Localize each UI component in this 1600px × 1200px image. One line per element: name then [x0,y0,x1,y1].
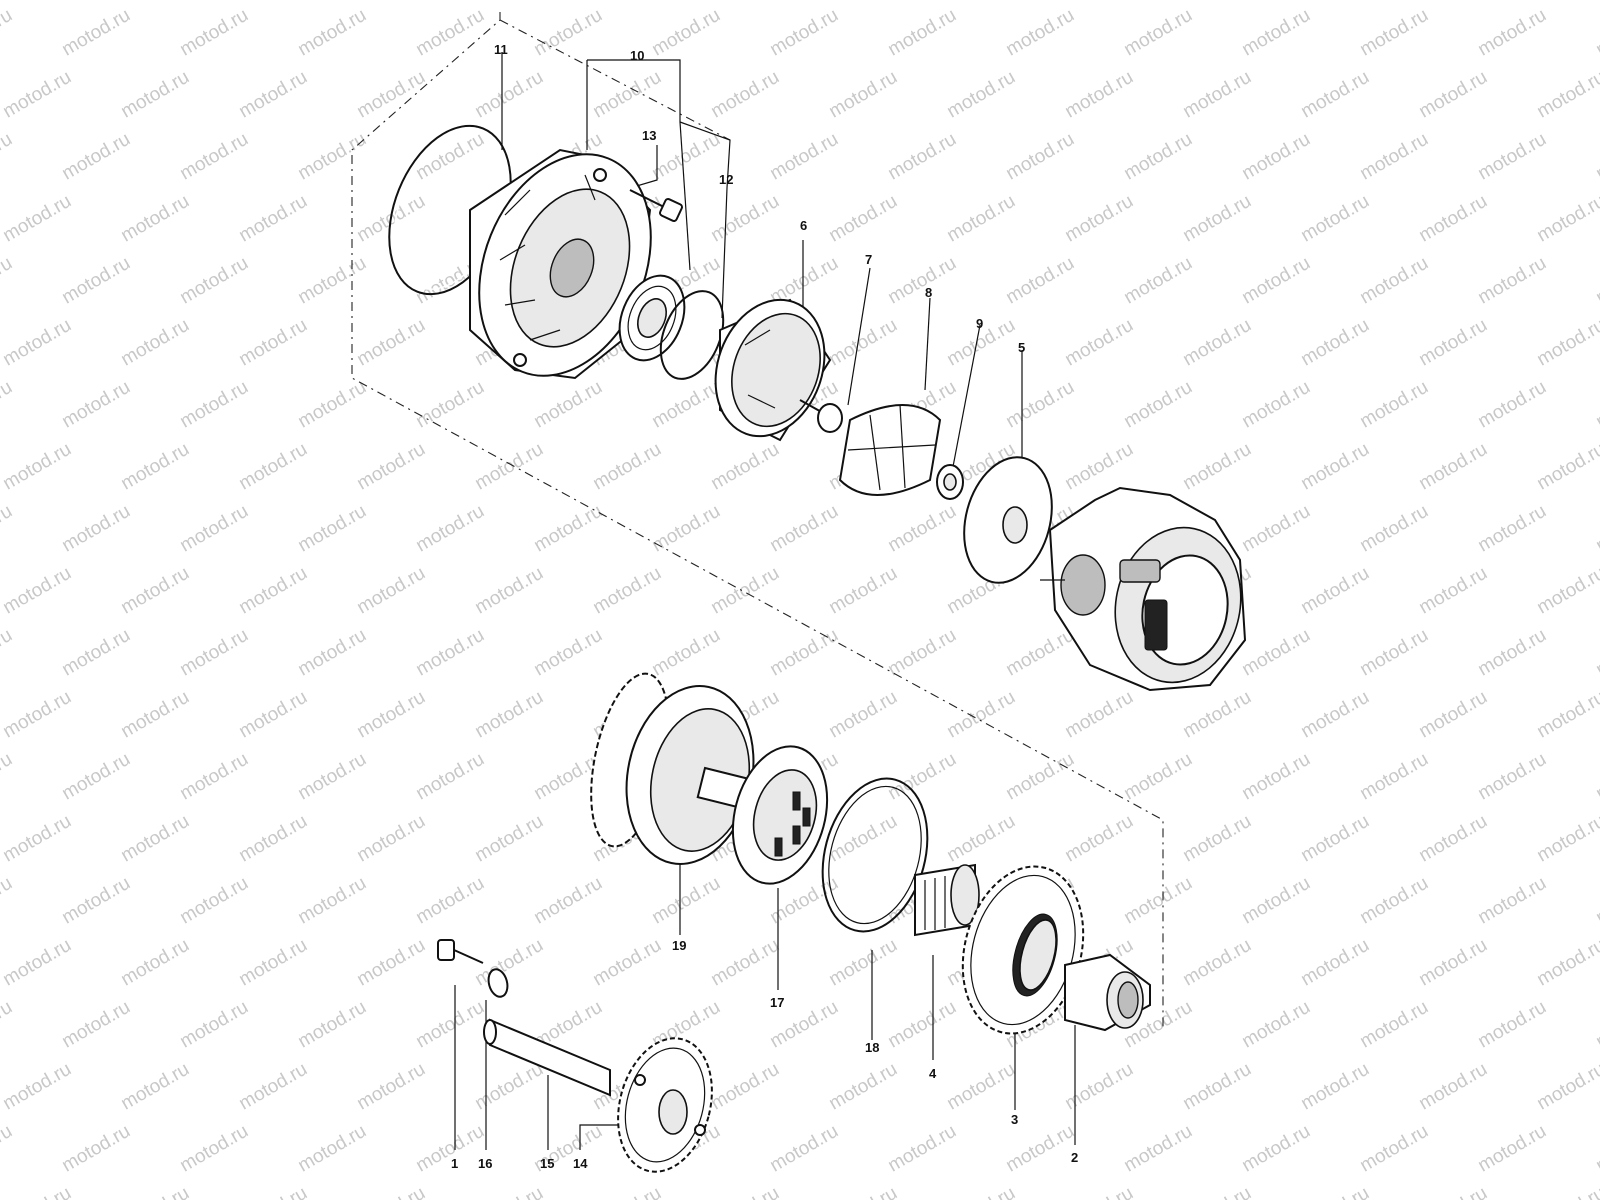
washer-icon [936,464,964,500]
callout-19: 19 [672,938,687,953]
assembly-outline [351,12,1164,1030]
spring-ring-icon [821,777,929,933]
callout-8: 8 [925,285,933,300]
needle-bearing-icon [914,863,980,937]
flywheel-housing-icon [469,148,652,380]
bolt-icon [629,189,683,222]
bolt-icon [437,939,484,964]
callout-18: 18 [865,1040,880,1055]
callout-7: 7 [865,252,873,267]
driven-gear-icon [961,865,1085,1035]
circlip-icon [659,290,725,380]
bearing-icon [618,274,686,362]
spacer-bushing-icon [1064,953,1151,1032]
nut-icon [799,399,843,433]
washer-icon [487,968,509,998]
callout-3: 3 [1011,1112,1019,1127]
shaft-pin-icon [483,1018,611,1097]
callout-14: 14 [573,1156,588,1171]
stator-icon [838,404,942,496]
callout-10: 10 [630,48,645,63]
idler-gear-icon [617,1037,713,1173]
rotor-cup-icon [714,298,832,442]
callout-5: 5 [1018,340,1026,355]
callout-6: 6 [800,218,808,233]
callout-13: 13 [642,128,657,143]
starter-gear-assembly-icon [590,672,773,865]
plate-icon [963,456,1053,584]
engine-block-icon [1040,486,1247,692]
callout-12: 12 [719,172,734,187]
callout-1: 1 [451,1156,459,1171]
callout-2: 2 [1071,1150,1079,1165]
callout-15: 15 [540,1156,555,1171]
callout-11: 11 [494,42,508,57]
callout-9: 9 [976,316,984,331]
callout-4: 4 [929,1066,937,1081]
callout-16: 16 [478,1156,493,1171]
callout-17: 17 [770,995,785,1010]
one-way-clutch-icon [731,745,829,885]
